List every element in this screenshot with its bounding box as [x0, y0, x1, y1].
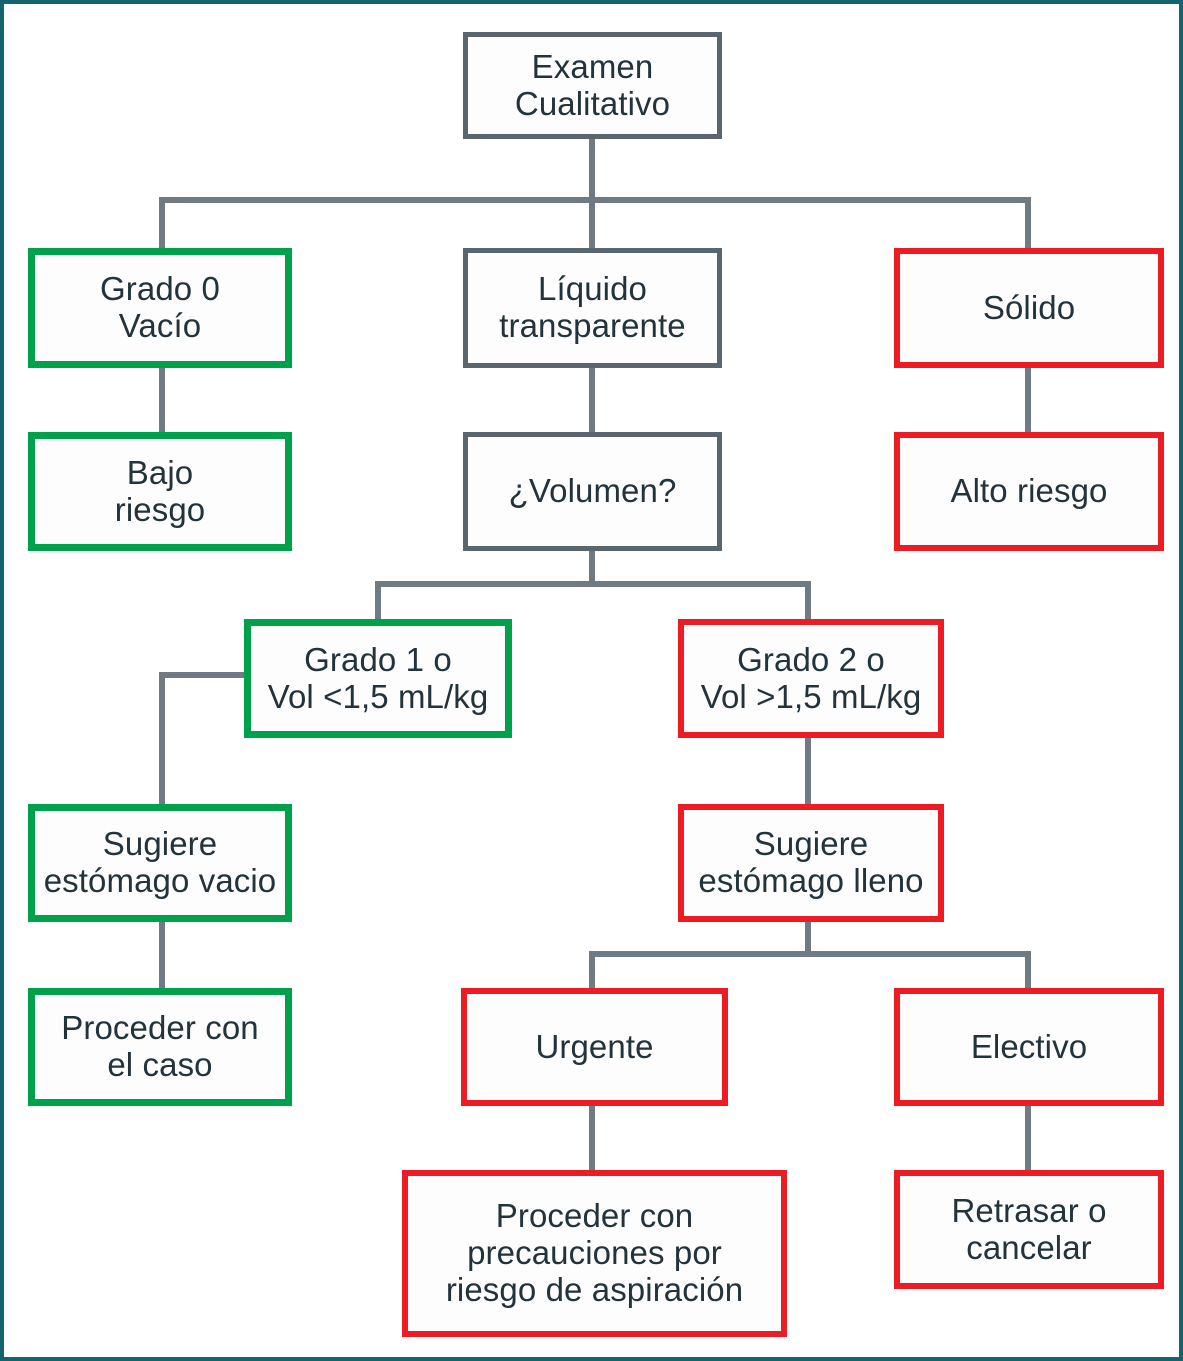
node-bajo-riesgo[interactable]: Bajo riesgo — [28, 432, 292, 551]
node-grado-1[interactable]: Grado 1 o Vol <1,5 mL/kg — [244, 619, 512, 738]
node-sugiere-estomago-vacio[interactable]: Sugiere estómago vacio — [28, 804, 292, 922]
connector-drop-grado1 — [375, 581, 381, 622]
connector-lleno-bus — [589, 951, 1031, 957]
connector-drop-grado2 — [805, 581, 811, 622]
connector-electivo-retrasar — [1025, 1097, 1031, 1173]
connector-drop-liquido — [589, 197, 595, 250]
connector-drop-solido — [1025, 197, 1031, 250]
connector-grado2-lleno — [805, 734, 811, 807]
node-proceder-con-precauciones[interactable]: Proceder con precauciones por riesgo de … — [402, 1170, 787, 1337]
connector-drop-grado0 — [159, 197, 165, 250]
connector-volumen-bus — [375, 581, 811, 587]
node-alto-riesgo[interactable]: Alto riesgo — [894, 432, 1164, 551]
connector-liquido-volumen — [589, 366, 595, 434]
connector-grado1-left — [159, 672, 254, 678]
node-retrasar-o-cancelar[interactable]: Retrasar o cancelar — [894, 1170, 1164, 1289]
node-examen-cualitativo[interactable]: Examen Cualitativo — [463, 32, 722, 139]
connector-examen-down — [589, 137, 595, 202]
connector-solido-altoriesgo — [1025, 366, 1031, 434]
node-grado-0-vacio[interactable]: Grado 0 Vacío — [28, 248, 292, 368]
node-grado-2[interactable]: Grado 2 o Vol >1,5 mL/kg — [678, 619, 944, 738]
connector-urgente-precauciones — [589, 1097, 595, 1173]
node-sugiere-estomago-lleno[interactable]: Sugiere estómago lleno — [678, 804, 944, 922]
connector-lleno-down — [805, 919, 811, 957]
node-volumen[interactable]: ¿Volumen? — [463, 432, 722, 551]
connector-grado1-downleg — [159, 672, 165, 807]
connector-grado0-bajoriesgo — [159, 366, 165, 434]
flowchart-canvas: Examen Cualitativo Grado 0 Vacío Líquido… — [4, 4, 1179, 1357]
node-electivo[interactable]: Electivo — [894, 988, 1164, 1106]
connector-level1-bus — [159, 197, 1031, 203]
connector-drop-urgente — [589, 951, 595, 991]
node-solido[interactable]: Sólido — [894, 248, 1164, 368]
node-urgente[interactable]: Urgente — [461, 988, 728, 1106]
connector-vaciocaso — [159, 919, 165, 991]
node-proceder-con-el-caso[interactable]: Proceder con el caso — [28, 988, 292, 1106]
node-liquido-transparente[interactable]: Líquido transparente — [463, 248, 722, 368]
connector-volumen-down — [589, 551, 595, 586]
connector-drop-electivo — [1025, 951, 1031, 991]
